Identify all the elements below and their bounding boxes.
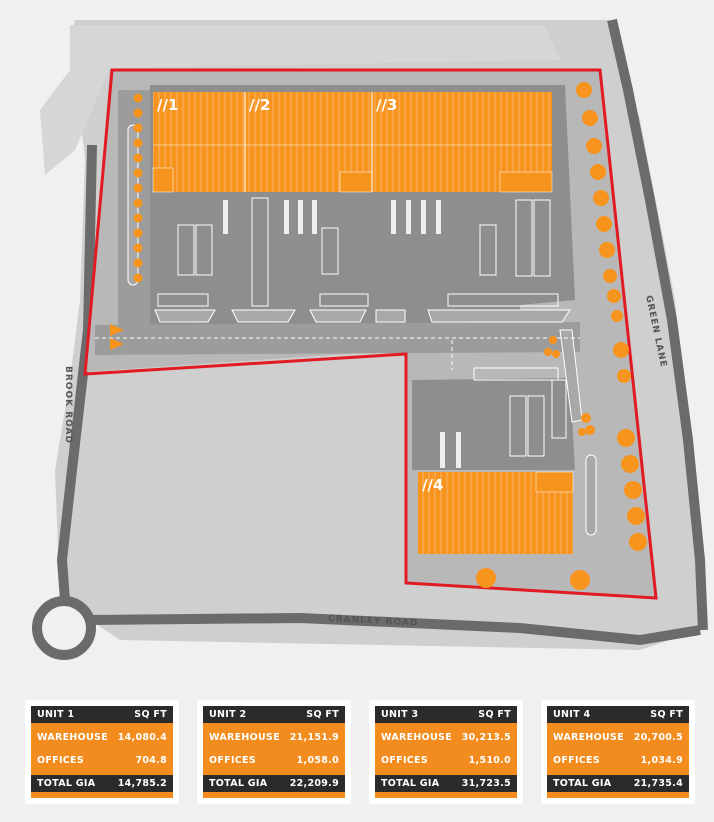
unit-3-label: //3 xyxy=(376,96,397,114)
unit-3-offices-value: 1,510.0 xyxy=(468,755,511,766)
roundabout xyxy=(32,596,96,660)
unit-4-warehouse-value: 20,700.5 xyxy=(633,732,683,743)
unit-2-offices-label: OFFICES xyxy=(209,755,256,766)
cranley-road xyxy=(89,612,701,646)
unit-2-name: UNIT 2 xyxy=(209,709,247,720)
unit-3-name: UNIT 3 xyxy=(381,709,419,720)
parking-bays xyxy=(157,197,567,457)
unit-1-sqft-header: SQ FT xyxy=(134,709,167,720)
unit-3-total-value: 31,723.5 xyxy=(461,778,511,789)
unit-4-label: //4 xyxy=(422,476,443,494)
brook-road xyxy=(56,144,97,601)
site-plan-map: //1 //2 //3 //4 BROOK ROAD GREEN LANE CR… xyxy=(32,18,708,660)
unit-4-sqft-header: SQ FT xyxy=(650,709,683,720)
unit-4-table: UNIT 4 SQ FT WAREHOUSE 20,700.5 OFFICES 1,0… xyxy=(541,700,695,804)
lower-yard xyxy=(412,378,575,470)
unit-2-offices-value: 1,058.0 xyxy=(296,755,339,766)
unit-4-total-value: 21,735.4 xyxy=(633,778,683,789)
site-boundary xyxy=(83,68,658,600)
road-markings xyxy=(95,337,580,370)
unit-3-warehouse-value: 30,213.5 xyxy=(461,732,511,743)
unit-3-table: UNIT 3 SQ FT WAREHOUSE 30,213.5 OFFICES 1,5… xyxy=(369,700,523,804)
unit-1-total-label: TOTAL GIA xyxy=(37,778,96,789)
unit-1-office xyxy=(152,167,174,193)
unit-4-office xyxy=(535,471,574,493)
upper-left-land xyxy=(40,25,560,175)
unit-4-name: UNIT 4 xyxy=(553,709,591,720)
unit-2-table: UNIT 2 SQ FT WAREHOUSE 21,151.9 OFFICES 1,0… xyxy=(197,700,351,804)
unit-2-total-label: TOTAL GIA xyxy=(209,778,268,789)
unit-1-name: UNIT 1 xyxy=(37,709,75,720)
unit-3-warehouse-label: WAREHOUSE xyxy=(381,732,452,743)
unit-2-sqft-header: SQ FT xyxy=(306,709,339,720)
unit-2-warehouse-value: 21,151.9 xyxy=(289,732,339,743)
unit-2-label: //2 xyxy=(249,96,270,114)
kerbs xyxy=(127,124,597,536)
unit-1-table: UNIT 1 SQ FT WAREHOUSE 14,080.4 OFFICES 704… xyxy=(25,700,179,804)
unit-4-warehouse-label: WAREHOUSE xyxy=(553,732,624,743)
cranley-road-label: CRANLEY ROAD xyxy=(328,614,419,629)
unit-1-label: //1 xyxy=(157,96,178,114)
green-lane xyxy=(607,18,708,631)
unit-3-office xyxy=(499,171,553,193)
unit-1-warehouse-label: WAREHOUSE xyxy=(37,732,108,743)
unit-4-offices-label: OFFICES xyxy=(553,755,600,766)
loading-docks xyxy=(223,200,461,468)
unit-2-office xyxy=(339,171,373,193)
trees-left xyxy=(133,93,143,283)
unit-area-tables: UNIT 1 SQ FT WAREHOUSE 14,080.4 OFFICES 704… xyxy=(0,700,714,810)
unit-1-offices-label: OFFICES xyxy=(37,755,84,766)
unit-2-warehouse-label: WAREHOUSE xyxy=(209,732,280,743)
unit-2-total-value: 22,209.9 xyxy=(289,778,339,789)
unit-4-offices-value: 1,034.9 xyxy=(640,755,683,766)
unit-1-total-value: 14,785.2 xyxy=(117,778,167,789)
unit-1-warehouse-value: 14,080.4 xyxy=(117,732,167,743)
access-road xyxy=(95,322,580,355)
unit-1-offices-value: 704.8 xyxy=(135,755,167,766)
unit-3-offices-label: OFFICES xyxy=(381,755,428,766)
unit-4-total-label: TOTAL GIA xyxy=(553,778,612,789)
brook-road-label: BROOK ROAD xyxy=(63,366,73,444)
trees-right xyxy=(476,82,647,590)
unit-3-sqft-header: SQ FT xyxy=(478,709,511,720)
access-arrow-top xyxy=(110,324,124,336)
access-arrow-bottom xyxy=(110,338,124,350)
unit-3-total-label: TOTAL GIA xyxy=(381,778,440,789)
